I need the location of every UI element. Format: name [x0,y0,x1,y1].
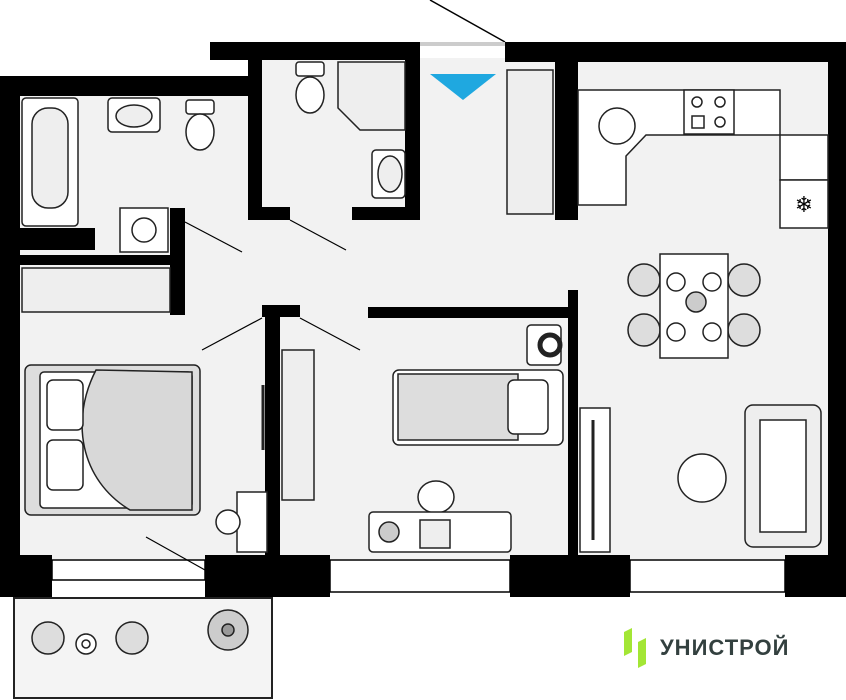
toilet-icon [295,61,325,114]
sink-icon [371,149,406,199]
wardrobe-icon [281,349,315,501]
lamp-icon [526,324,563,366]
sofa-icon [744,404,822,548]
snowflake-icon: ❄ [795,193,813,218]
washing-machine-icon [119,207,169,253]
windows [51,559,786,593]
wardrobe-icon [506,69,554,215]
logo-mark-icon [624,628,646,668]
nightstand [215,491,268,553]
brand-name: УНИСТРОЙ [660,635,790,660]
balcony-furniture [31,621,149,655]
desk-icon [368,480,512,553]
brand-logo: УНИСТРОЙ [622,628,789,668]
door-swings [145,219,361,571]
door-swing [429,0,506,43]
plant-icon [685,291,707,313]
entrance-arrow-icon [430,74,496,100]
sink-icon [598,107,636,145]
stove-icon [683,89,735,135]
coffee-table [677,453,727,503]
sink-icon [107,97,161,133]
walls [0,42,846,597]
dining-table-icon [627,253,761,359]
bathtub-icon [21,97,79,227]
bed-icon [392,369,564,446]
bed-icon [24,364,201,516]
wardrobe-icon [21,267,171,313]
toilet-icon [185,99,215,151]
plant-icon [207,609,249,651]
shower-icon [337,61,406,131]
tv-stand [579,407,611,553]
